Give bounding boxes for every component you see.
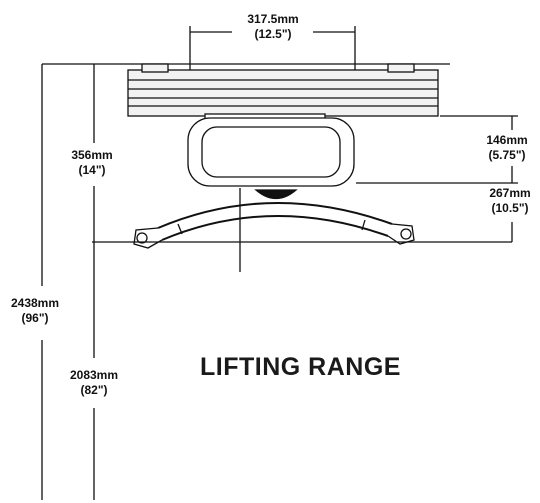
ceiling-rail — [127, 63, 439, 117]
motor-to-bar-label: 267mm (10.5") — [489, 186, 531, 215]
diagram-title: LIFTING RANGE — [200, 353, 401, 381]
total-height-label: 2438mm (96") — [10, 296, 60, 325]
motor-height-label: 146mm (5.75") — [486, 133, 528, 162]
rail-width-label: 317.5mm (12.5") — [247, 12, 299, 41]
ceiling-to-bar-label: 356mm (14") — [71, 148, 113, 177]
lift-motor — [187, 113, 355, 200]
lift-range-label: 2083mm (82") — [69, 368, 119, 397]
spreader-bar — [133, 202, 415, 249]
